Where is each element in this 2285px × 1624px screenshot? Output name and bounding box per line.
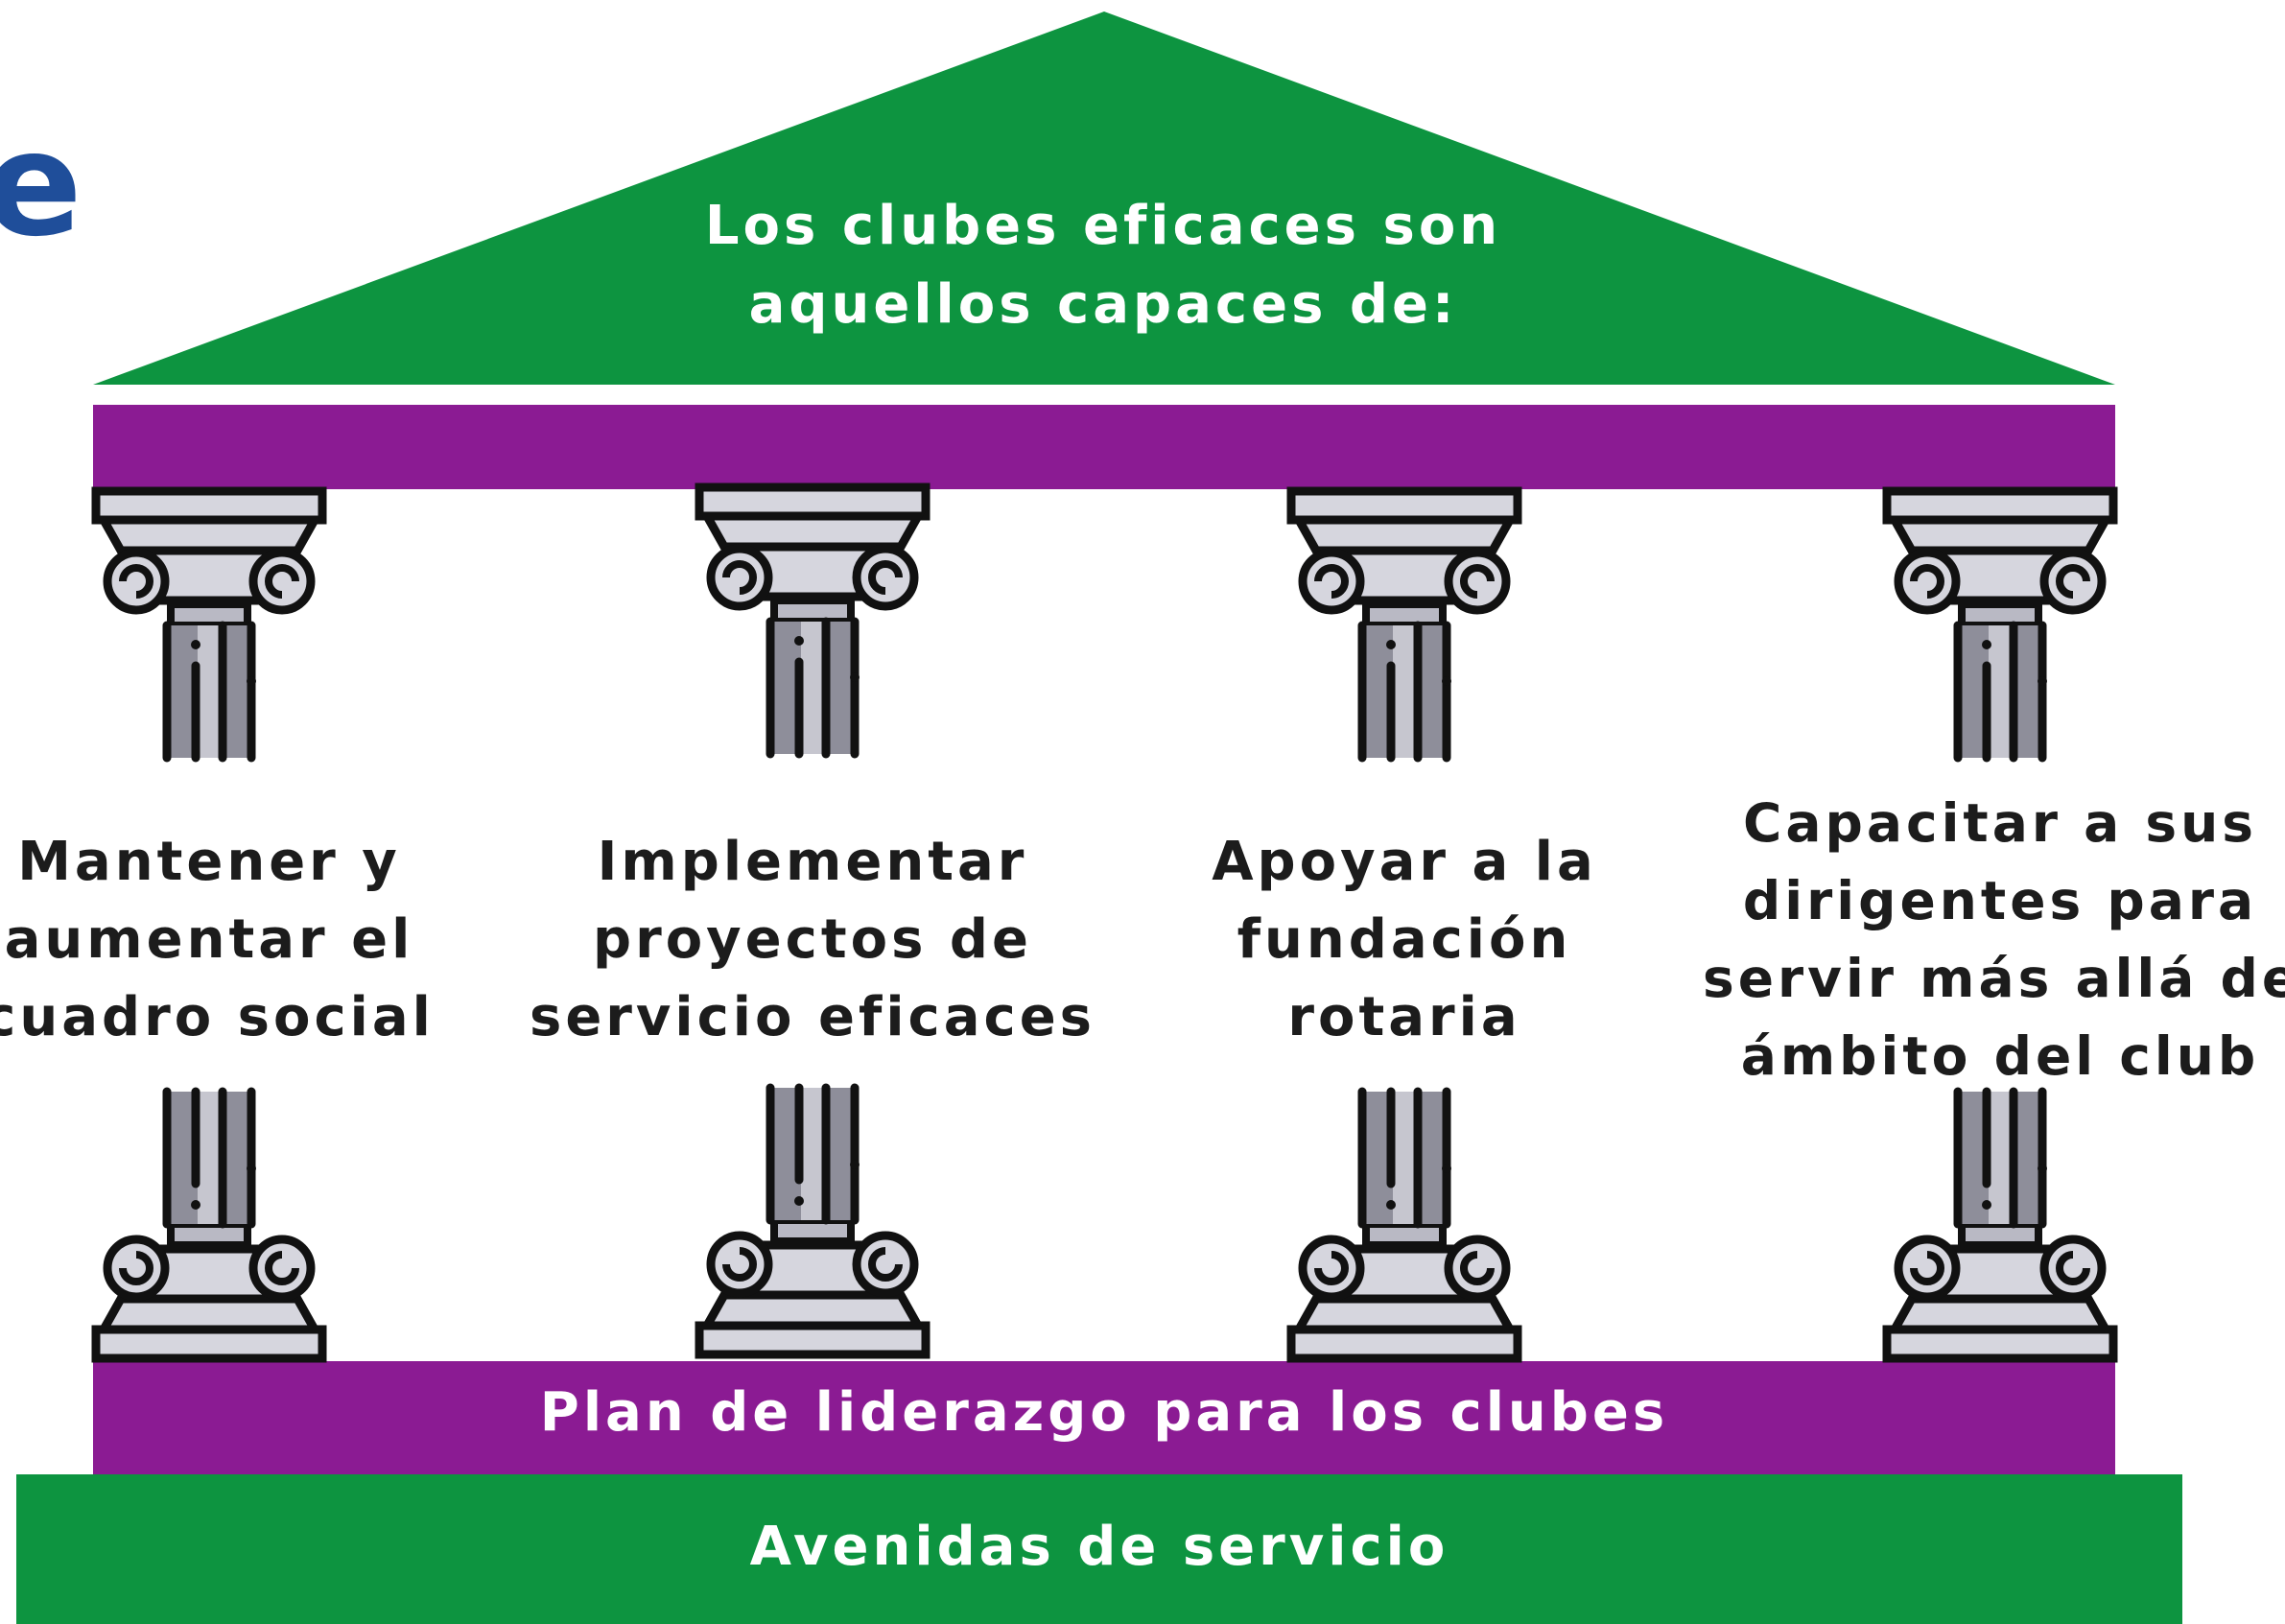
- roof-line-2: aquellos capaces de:: [748, 273, 1458, 336]
- column-base-bottom-1: [96, 1092, 322, 1358]
- pillar-1-line-2: aumentar el: [4, 908, 414, 971]
- pillar-3-line-3: rotaria: [1287, 986, 1521, 1048]
- base-band-label: Plan de liderazgo para los clubes: [539, 1381, 1669, 1444]
- pillar-label-foundation: Apoyar a la fundación rotaria: [1107, 823, 1702, 1056]
- pillar-label-leaders: Capacitar a sus dirigentes para servir m…: [1703, 785, 2285, 1095]
- roof-line-1: Los clubes eficaces son: [704, 195, 1502, 257]
- foundation-label: Avenidas de servicio: [749, 1516, 1449, 1578]
- base-band: [93, 1361, 2115, 1474]
- pillar-3-line-1: Apoyar a la: [1212, 831, 1597, 893]
- pillar-2-line-2: proyectos de: [593, 908, 1032, 971]
- roof-heading: Los clubes eficaces son aquellos capaces…: [671, 187, 1535, 344]
- pillar-1-line-3: cuadro social: [0, 986, 435, 1048]
- pillar-2-line-1: Implementar: [597, 831, 1028, 893]
- pillar-4-line-3: servir más allá del: [1703, 948, 2285, 1009]
- column-capital-top-1: [96, 491, 322, 758]
- pillar-2-line-3: servicio eficaces: [529, 986, 1096, 1048]
- column-base-bottom-4: [1887, 1092, 2113, 1358]
- column-base-bottom-3: [1291, 1092, 1518, 1358]
- pillar-1-line-1: Mantener y: [17, 831, 401, 893]
- pillar-4-line-1: Capacitar a sus: [1743, 792, 2257, 854]
- column-capital-top-2: [699, 487, 926, 754]
- pillar-3-line-2: fundación: [1237, 908, 1572, 971]
- column-base-bottom-2: [699, 1088, 926, 1354]
- top-beam: [93, 405, 2115, 489]
- pillar-4-line-4: ámbito del club: [1740, 1025, 2260, 1087]
- column-capital-top-4: [1887, 491, 2113, 758]
- pillar-label-service-projects: Implementar proyectos de servicio eficac…: [515, 823, 1110, 1056]
- pillar-label-membership: Mantener y aumentar el cuadro social: [0, 823, 506, 1056]
- foundation-band: [16, 1474, 2182, 1624]
- roof-pediment: [93, 12, 2115, 385]
- column-capital-top-3: [1291, 491, 1518, 758]
- pillar-4-line-2: dirigentes para: [1742, 870, 2258, 931]
- corner-letter: e: [0, 102, 82, 269]
